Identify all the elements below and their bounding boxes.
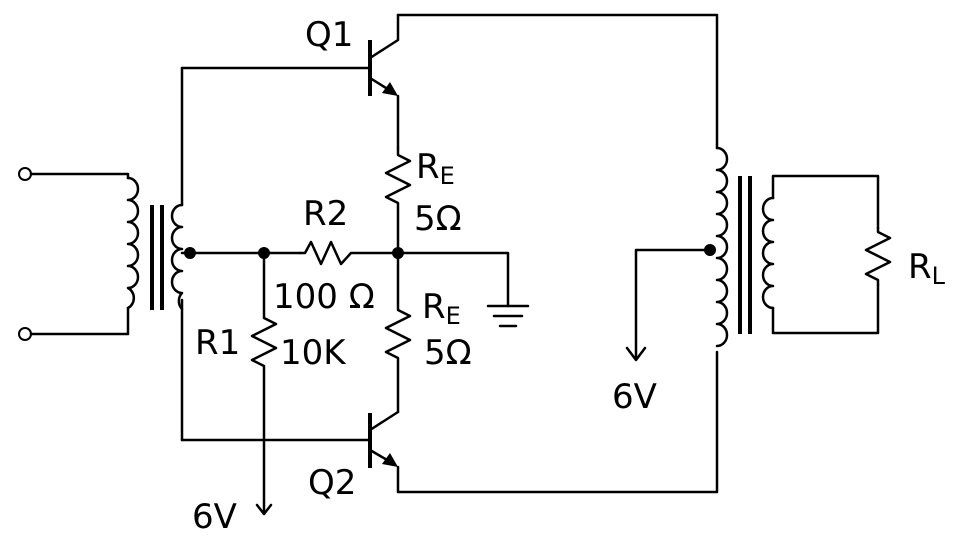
center-tap-wire	[634, 248, 712, 360]
r2-value: 100 Ω	[273, 277, 375, 317]
input-transformer-primary-coil	[126, 176, 140, 310]
q2-emitter-arrow-icon	[382, 453, 398, 467]
r2-name: R2	[303, 194, 348, 234]
transistor-q2	[368, 350, 719, 494]
input-terminal-bottom	[18, 327, 32, 341]
resistor-rl	[864, 226, 892, 287]
rl-name: RL	[908, 247, 946, 290]
q2-label: Q2	[308, 463, 356, 503]
output-transformer-primary-coil	[715, 146, 729, 348]
ground-symbol	[396, 251, 530, 328]
resistor-re-bottom	[384, 251, 412, 414]
r1-name: R1	[195, 323, 240, 363]
input-transformer-secondary-coil	[170, 203, 184, 311]
r1-value: 10K	[280, 333, 347, 373]
resistor-r1	[250, 251, 278, 514]
load-wire-top	[771, 174, 880, 230]
resistor-r2	[298, 240, 400, 266]
q1-label: Q1	[305, 15, 353, 55]
bias-supply-label: 6V	[192, 497, 237, 537]
input-wire-bottom	[29, 306, 130, 336]
re-bottom-name: RE	[422, 287, 461, 330]
q2-output-wire	[396, 350, 719, 494]
secondary-center-tap-node	[184, 247, 196, 259]
output-transformer-secondary-coil	[761, 196, 775, 310]
load-wire-bottom	[771, 283, 880, 335]
center-tap-supply-arrow-icon	[625, 346, 647, 362]
re-top-value: 5Ω	[414, 199, 462, 239]
re-top-name: RE	[416, 147, 455, 190]
re-bottom-value: 5Ω	[424, 333, 472, 373]
bias-supply-arrow-icon	[255, 503, 273, 516]
ground-wire	[396, 251, 510, 308]
input-terminal-top	[18, 167, 32, 181]
input-wire-top	[29, 172, 130, 180]
transistor-q1	[368, 13, 400, 150]
q1-collector	[368, 13, 400, 60]
q1-emitter-arrow-icon	[382, 82, 398, 96]
input-terminals	[18, 167, 130, 341]
resistor-re-top	[384, 146, 412, 255]
q2-collector	[368, 410, 400, 432]
q1-collector-wire	[396, 13, 719, 150]
center-tap-supply-label: 6V	[612, 377, 657, 417]
